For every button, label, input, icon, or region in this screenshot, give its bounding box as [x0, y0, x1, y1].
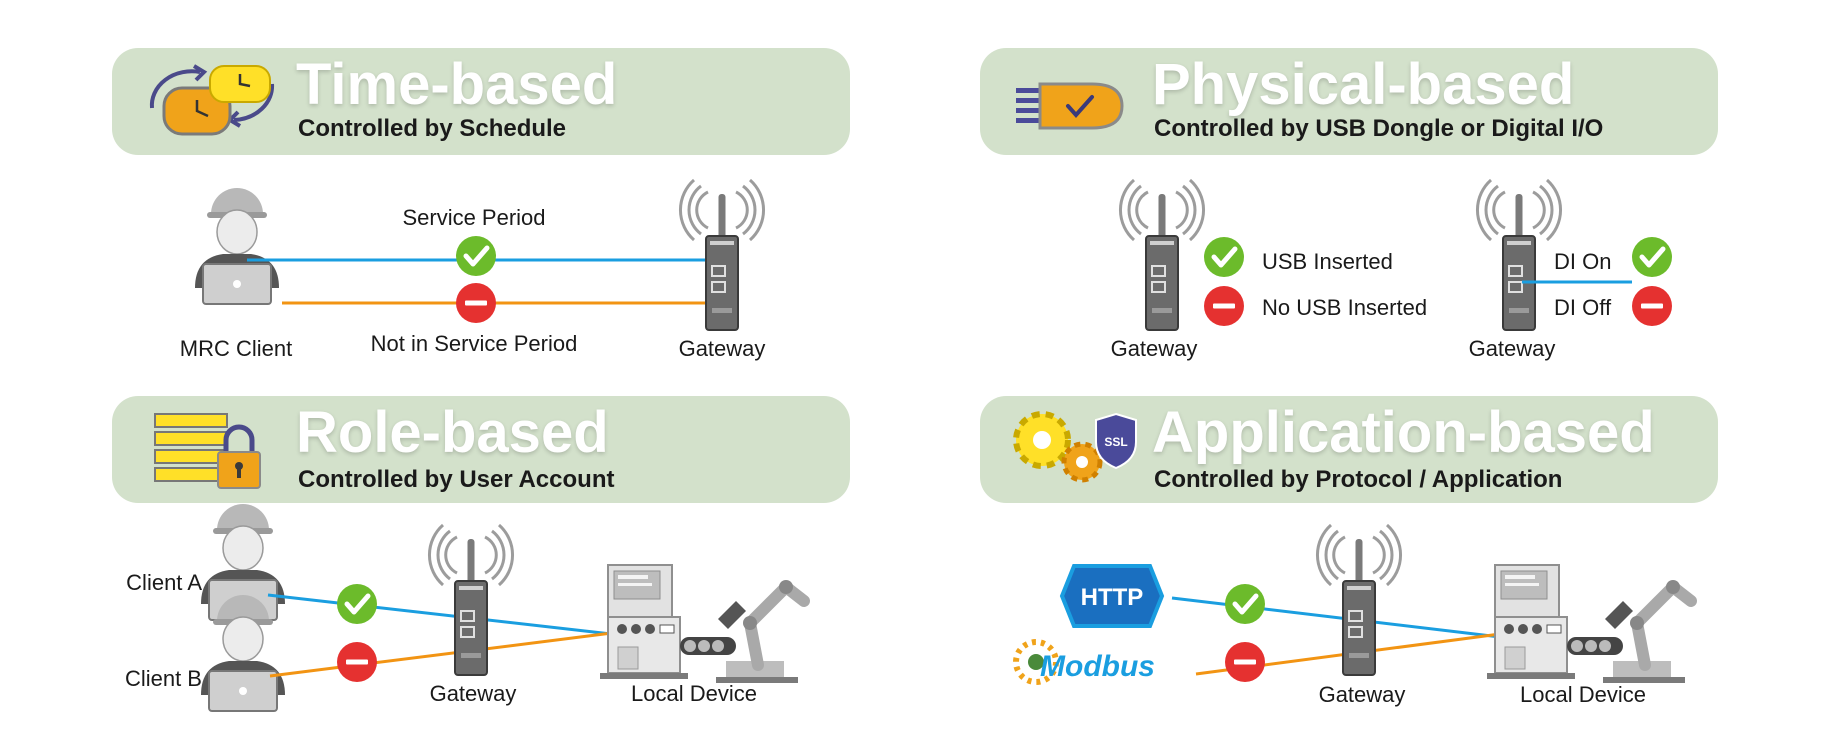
check-icon	[456, 236, 496, 276]
physical-subtitle: Controlled by USB Dongle or Digital I/O	[1154, 115, 1604, 142]
di-off-label: DI Off	[1554, 295, 1612, 320]
ssl-label: SSL	[1104, 435, 1127, 449]
gateway-label: Gateway	[1468, 336, 1556, 361]
allowed-line	[267, 593, 621, 637]
allowed-label: Service Period	[402, 205, 546, 230]
deny-icon	[337, 642, 377, 682]
check-icon	[1632, 237, 1672, 277]
machine-icon	[1487, 565, 1691, 683]
worker-icon	[194, 187, 280, 305]
denied-label: Not in Service Period	[370, 331, 578, 356]
gateway-label: Gateway	[678, 336, 766, 361]
time-subtitle: Controlled by Schedule	[298, 115, 567, 142]
di-on-label: DI On	[1554, 249, 1612, 274]
deny-icon	[1632, 286, 1672, 326]
gateway-icon	[678, 178, 766, 332]
machine-icon	[600, 565, 804, 683]
clock-icon	[149, 64, 275, 136]
modbus-label: Modbus	[1040, 650, 1155, 683]
gateway-label: Gateway	[1318, 682, 1406, 707]
gateway-label: Gateway	[1110, 336, 1198, 361]
check-icon	[337, 584, 377, 624]
app-title: Application-based	[1152, 400, 1655, 465]
denied-line	[269, 630, 621, 678]
role-subtitle: Controlled by User Account	[298, 466, 615, 493]
gateway-icon	[427, 523, 515, 677]
modbus-badge: Modbus	[1013, 639, 1155, 685]
check-icon	[1204, 237, 1244, 277]
usb-inserted-label: USB Inserted	[1262, 249, 1393, 274]
server-lock-icon	[154, 413, 261, 489]
deny-icon	[456, 283, 496, 323]
client-label: MRC Client	[179, 336, 293, 361]
client-a-label: Client A	[126, 570, 202, 595]
allowed-line	[1171, 596, 1501, 639]
usb-dongle-icon	[1016, 82, 1124, 130]
deny-icon	[1204, 286, 1244, 326]
role-title: Role-based	[296, 400, 609, 465]
check-icon	[1225, 584, 1265, 624]
gateway-icon	[1315, 523, 1403, 677]
http-badge: HTTP	[1059, 564, 1165, 628]
device-label: Local Device	[631, 681, 757, 706]
time-title: Time-based	[296, 52, 618, 117]
device-label: Local Device	[1520, 682, 1646, 707]
http-label: HTTP	[1081, 584, 1144, 611]
client-b-label: Client B	[124, 666, 202, 691]
deny-icon	[1225, 642, 1265, 682]
gear-ssl-icon: SSL	[1013, 411, 1137, 483]
gateway-label: Gateway	[429, 681, 517, 706]
gateway-icon	[1118, 178, 1206, 332]
physical-title: Physical-based	[1152, 52, 1575, 117]
usb-removed-label: No USB Inserted	[1262, 295, 1428, 320]
app-subtitle: Controlled by Protocol / Application	[1154, 466, 1563, 493]
gateway-icon	[1475, 178, 1563, 332]
